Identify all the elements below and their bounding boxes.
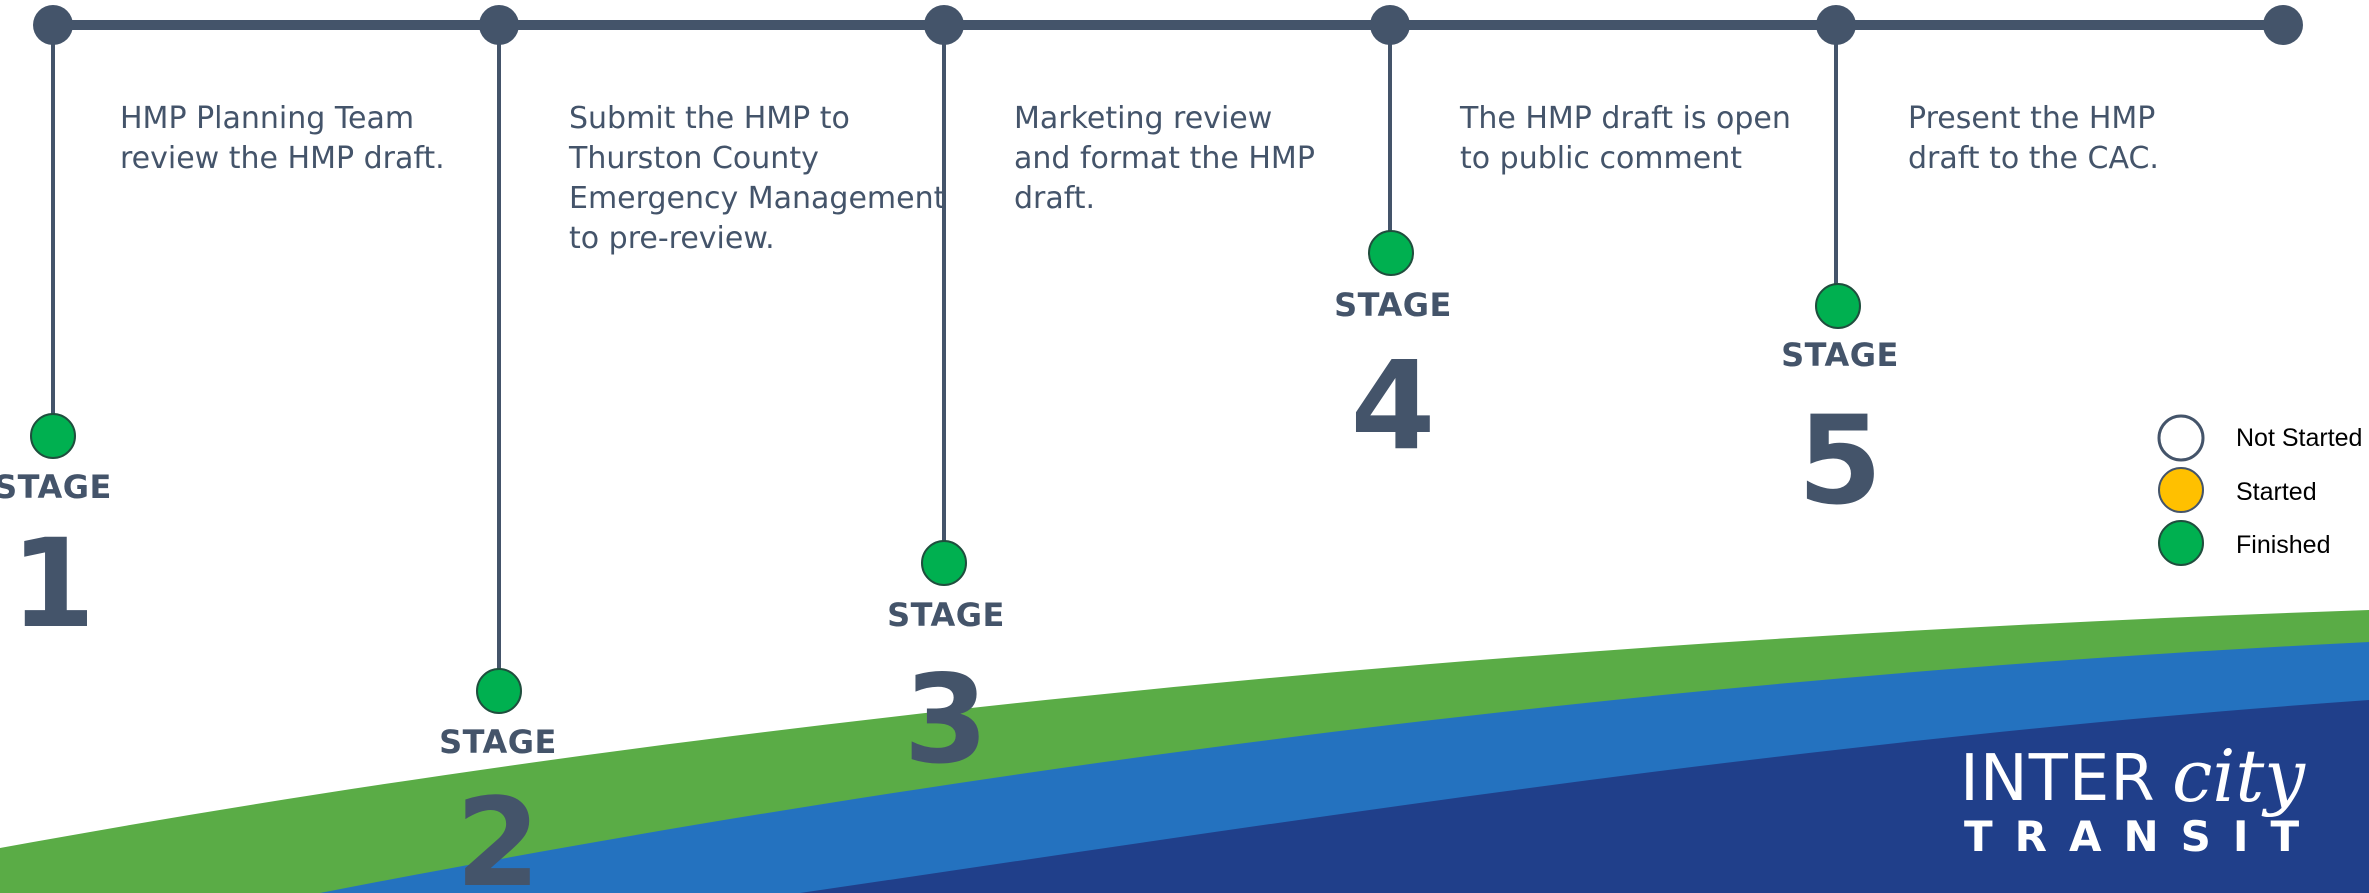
stage-2-description: Submit the HMP to Thurston County Emerge… xyxy=(569,101,946,256)
stage-1-label: STAGE xyxy=(0,468,112,506)
stage-4-label: STAGE xyxy=(1334,286,1452,324)
stage-1-description: HMP Planning Team review the HMP draft. xyxy=(120,101,445,176)
stage-3-description: Marketing review and format the HMP draf… xyxy=(1014,101,1315,216)
stage-4-description: The HMP draft is open to public comment xyxy=(1460,101,1791,176)
timeline-node-end xyxy=(2263,5,2303,45)
stage-2-status-dot xyxy=(476,668,522,714)
stage-5-number: 5 xyxy=(1797,390,1883,532)
legend-finished-dot xyxy=(2158,520,2204,566)
intercity-transit-logo: INTER city TRANSIT xyxy=(1960,734,2340,872)
stage-2-label: STAGE xyxy=(439,723,557,761)
stage-1-status-dot xyxy=(30,413,76,459)
logo-transit-text: TRANSIT xyxy=(1964,812,2322,861)
stage-3-status-dot xyxy=(921,540,967,586)
stage-2-number: 2 xyxy=(455,772,541,893)
legend-started-label: Started xyxy=(2236,478,2317,506)
logo-inter-text: INTER xyxy=(1960,742,2156,816)
legend-not-started-label: Not Started xyxy=(2236,424,2363,452)
stage-5-status-dot xyxy=(1815,283,1861,329)
legend-finished-label: Finished xyxy=(2236,531,2331,559)
stage-5-description: Present the HMP draft to the CAC. xyxy=(1908,101,2159,176)
navy-band xyxy=(800,700,2369,893)
legend-not-started-dot xyxy=(2157,414,2205,462)
stage-3-number: 3 xyxy=(903,649,989,791)
stage-1-number: 1 xyxy=(10,513,96,655)
logo-city-text: city xyxy=(2172,734,2305,818)
stage-4-status-dot xyxy=(1368,230,1414,276)
stage-4-number: 4 xyxy=(1350,335,1436,477)
stage-3-label: STAGE xyxy=(887,596,1005,634)
legend-started-dot xyxy=(2158,467,2204,513)
stage-5-label: STAGE xyxy=(1781,336,1899,374)
